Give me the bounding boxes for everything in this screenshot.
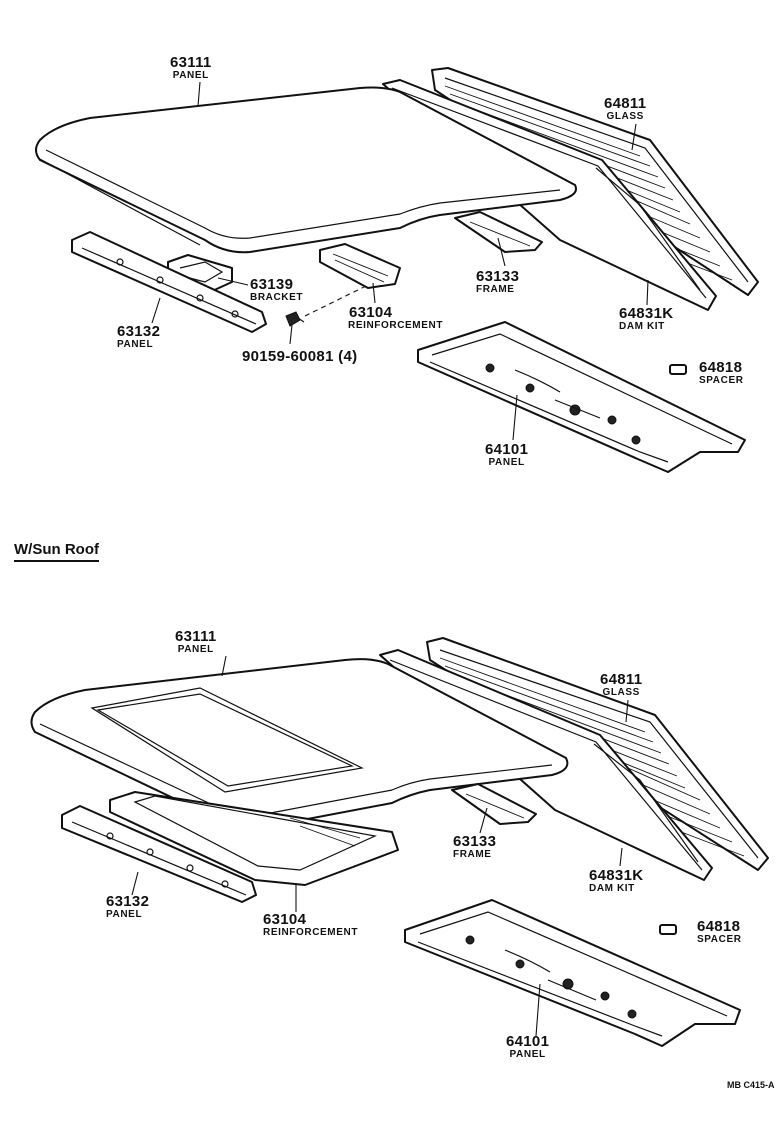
bottom-frame-63133 xyxy=(451,783,537,825)
bottom-63111-leader xyxy=(221,655,227,677)
part-number: 63132 xyxy=(106,893,150,910)
top-roof-panel-63111 xyxy=(35,86,577,254)
part-number: 64818 xyxy=(697,918,741,935)
part-name: FRAME xyxy=(476,284,515,295)
label-64831k-bottom: 64831K DAM KIT xyxy=(589,868,643,894)
top-64101-leader xyxy=(512,394,518,441)
label-64811-bottom: 64811 GLASS xyxy=(600,672,642,698)
part-number: 63133 xyxy=(476,268,520,285)
top-63132-leader xyxy=(151,297,161,324)
part-number: 64818 xyxy=(699,359,743,376)
label-63111-top: 63111 PANEL xyxy=(170,55,212,81)
label-63111-bottom: 63111 PANEL xyxy=(175,629,217,655)
part-number: 63111 xyxy=(170,54,212,71)
top-rear-panel-64101 xyxy=(417,321,746,473)
top-63104-leader xyxy=(372,282,376,304)
bottom-panel-63132 xyxy=(61,805,257,903)
label-63132-top: 63132 PANEL xyxy=(117,324,160,350)
part-name: SPACER xyxy=(699,375,744,386)
label-64818-top: 64818 SPACER xyxy=(699,360,744,386)
part-name: REINFORCEMENT xyxy=(348,320,444,331)
top-reinforcement-63104 xyxy=(319,243,401,289)
label-64831k-top: 64831K DAM KIT xyxy=(619,306,673,332)
top-64811-leader xyxy=(631,123,637,151)
part-number: 63133 xyxy=(453,833,497,850)
part-name: DAM KIT xyxy=(619,321,665,332)
bottom-64811-leader xyxy=(625,699,629,723)
top-spacer-64818 xyxy=(669,364,687,375)
part-name: PANEL xyxy=(509,1049,546,1060)
part-name: PANEL xyxy=(106,909,143,920)
bottom-assembly xyxy=(30,637,769,1047)
part-number: 64101 xyxy=(506,1033,550,1050)
part-name: PANEL xyxy=(177,644,214,655)
top-63139-leader xyxy=(217,277,249,286)
top-63111-leader xyxy=(197,81,201,107)
label-64818-bottom: 64818 SPACER xyxy=(697,919,742,945)
top-64831k-leader xyxy=(646,279,649,306)
bottom-reinforcement-63104 xyxy=(109,791,399,886)
section-title: W/Sun Roof xyxy=(14,541,99,562)
part-name: PANEL xyxy=(172,70,209,81)
bottom-rear-panel-64101 xyxy=(404,899,741,1047)
part-name: GLASS xyxy=(606,111,644,122)
top-assembly xyxy=(35,67,759,473)
part-name: REINFORCEMENT xyxy=(263,927,359,938)
part-number: 64811 xyxy=(600,671,643,688)
part-name: PANEL xyxy=(117,339,154,350)
part-number: 64831K xyxy=(589,867,644,884)
part-number: 63104 xyxy=(349,304,393,321)
part-number: 90159-60081 (4) xyxy=(242,348,358,365)
part-name: BRACKET xyxy=(250,292,304,303)
bottom-64831k-leader xyxy=(619,847,623,867)
top-frame-63133 xyxy=(454,211,543,253)
part-number: 64811 xyxy=(604,95,647,112)
label-63104-bottom: 63104 REINFORCEMENT xyxy=(263,912,358,938)
part-name: DAM KIT xyxy=(589,883,635,894)
part-number: 63104 xyxy=(263,911,307,928)
bottom-roof-panel-63111 xyxy=(30,658,569,830)
bottom-63132-leader xyxy=(131,871,139,896)
bottom-63133-leader xyxy=(479,807,488,834)
part-name: GLASS xyxy=(602,687,640,698)
top-90159-leader xyxy=(289,324,293,345)
part-number: 63139 xyxy=(250,276,294,293)
label-63133-bottom: 63133 FRAME xyxy=(453,834,496,860)
label-63104-top: 63104 REINFORCEMENT xyxy=(348,305,443,331)
label-64101-bottom: 64101 PANEL xyxy=(506,1034,549,1060)
top-screw-dash xyxy=(304,284,369,317)
part-number: 64101 xyxy=(485,441,529,458)
part-number: 63132 xyxy=(117,323,161,340)
bottom-spacer-64818 xyxy=(659,924,677,935)
bottom-64101-leader xyxy=(535,983,541,1037)
label-64101-top: 64101 PANEL xyxy=(485,442,528,468)
label-90159-top: 90159-60081 (4) xyxy=(242,349,357,364)
diagram-reference-code: MB C415-A xyxy=(727,1080,775,1090)
top-panel-63132 xyxy=(71,231,267,333)
top-screw-90159 xyxy=(285,311,305,327)
part-number: 63111 xyxy=(175,628,217,645)
label-63139-top: 63139 BRACKET xyxy=(250,277,303,303)
label-63132-bottom: 63132 PANEL xyxy=(106,894,149,920)
part-name: PANEL xyxy=(488,457,525,468)
label-63133-top: 63133 FRAME xyxy=(476,269,519,295)
part-name: FRAME xyxy=(453,849,492,860)
label-64811-top: 64811 GLASS xyxy=(604,96,646,122)
part-number: 64831K xyxy=(619,305,674,322)
part-name: SPACER xyxy=(697,934,742,945)
top-63133-leader xyxy=(497,237,506,267)
